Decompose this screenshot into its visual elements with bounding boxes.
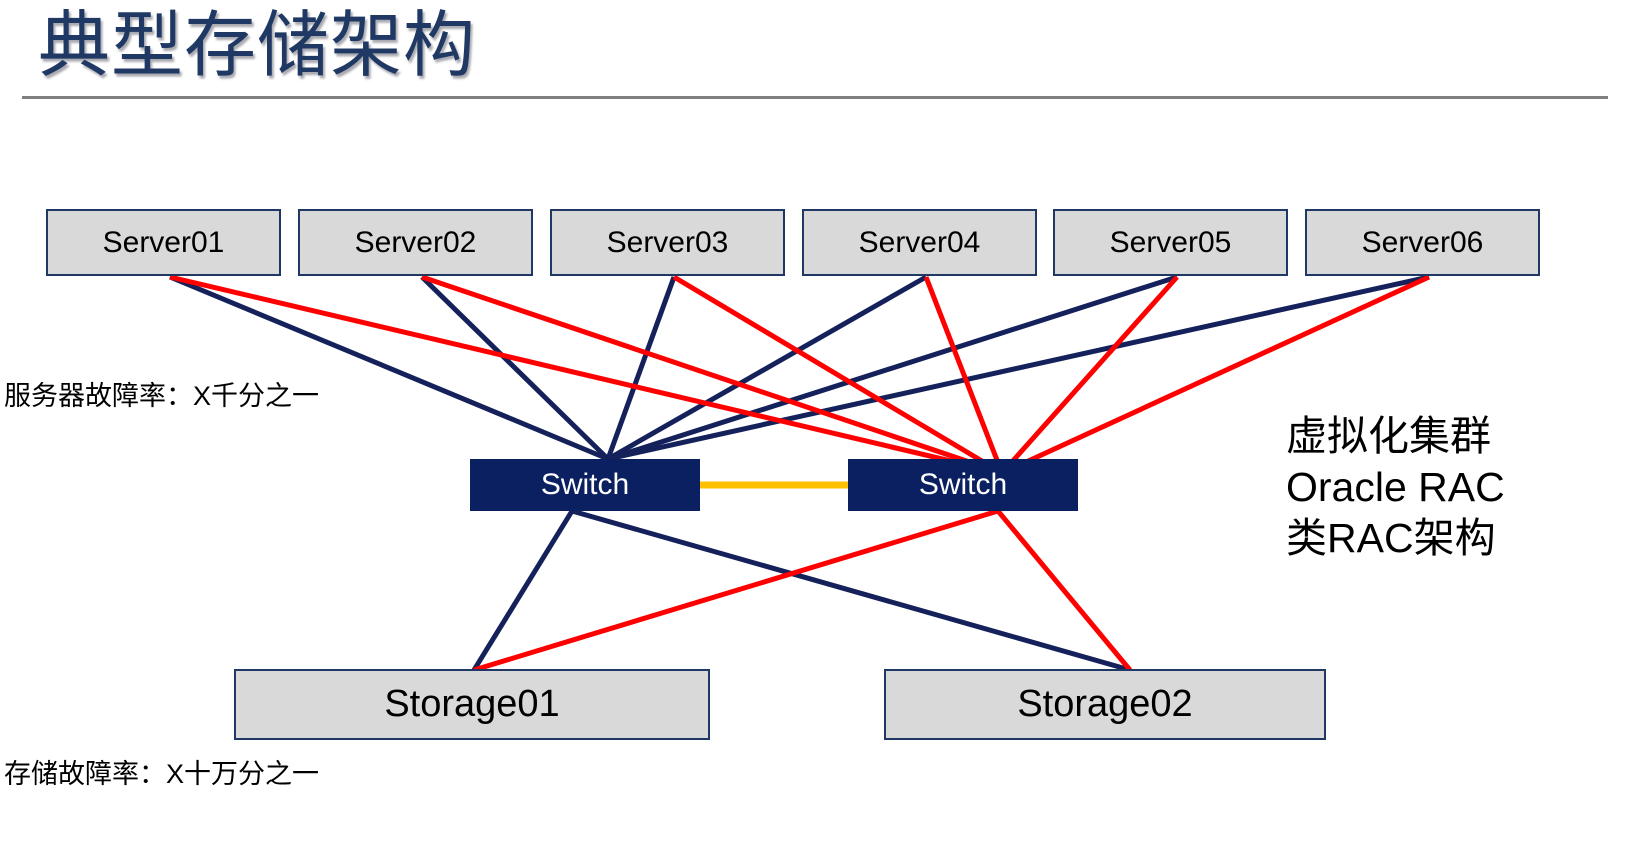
- link-switch-left-storage02: [571, 508, 1131, 673]
- link-server04-switch-right: [923, 276, 1005, 474]
- storage-box-storage01[interactable]: Storage01: [234, 669, 710, 740]
- server-label: Server02: [354, 225, 477, 259]
- server-box-server03[interactable]: Server03: [550, 209, 785, 276]
- link-server01-switch-left: [169, 274, 609, 462]
- server-label: Server03: [606, 225, 729, 259]
- link-switch-right-storage01: [473, 508, 999, 673]
- link-switch-left-storage01: [471, 509, 575, 672]
- link-server05-switch-right: [1000, 275, 1179, 475]
- links-servers-to-right-switch: [169, 274, 1431, 476]
- link-server03-switch-left: [605, 276, 677, 460]
- switch-box-right[interactable]: Switch: [848, 459, 1078, 511]
- page-title: 典型存储架构: [38, 6, 477, 86]
- links-right-switch-to-storage: [473, 508, 1132, 673]
- link-server06-switch-right: [1000, 274, 1431, 476]
- server-box-server06[interactable]: Server06: [1305, 209, 1540, 276]
- side-note-line-3: 类RAC架构: [1286, 515, 1496, 561]
- note-server-failure-rate: 服务器故障率：X千分之一: [4, 381, 320, 411]
- link-switch-right-storage02: [996, 509, 1132, 672]
- server-label: Server05: [1109, 225, 1232, 259]
- server-label: Server01: [102, 225, 225, 259]
- server-label: Server04: [858, 225, 981, 259]
- server-box-server02[interactable]: Server02: [298, 209, 533, 276]
- server-box-server04[interactable]: Server04: [802, 209, 1037, 276]
- switch-box-left[interactable]: Switch: [470, 459, 700, 511]
- links-left-switch-to-storage: [471, 508, 1131, 673]
- side-note-line-1: 虚拟化集群: [1286, 413, 1491, 459]
- link-server02-switch-left: [420, 275, 610, 461]
- link-server05-switch-left: [607, 274, 1178, 462]
- link-server06-switch-left: [607, 274, 1430, 462]
- server-box-server05[interactable]: Server05: [1053, 209, 1288, 276]
- link-server02-switch-right: [421, 274, 1003, 476]
- link-server03-switch-right: [672, 274, 1004, 476]
- storage-label: Storage01: [384, 683, 560, 725]
- title-divider: [22, 96, 1608, 99]
- storage-box-storage02[interactable]: Storage02: [884, 669, 1326, 740]
- switch-label: Switch: [918, 468, 1008, 501]
- server-box-server01[interactable]: Server01: [46, 209, 281, 276]
- server-label: Server06: [1361, 225, 1484, 259]
- storage-label: Storage02: [1017, 683, 1193, 725]
- links-servers-to-left-switch: [169, 274, 1430, 462]
- note-storage-failure-rate: 存储故障率：X十万分之一: [4, 759, 320, 789]
- switch-label: Switch: [540, 468, 630, 501]
- link-server01-switch-right: [169, 274, 1003, 476]
- side-note-line-2: Oracle RAC: [1286, 464, 1505, 510]
- link-server04-switch-left: [606, 274, 928, 462]
